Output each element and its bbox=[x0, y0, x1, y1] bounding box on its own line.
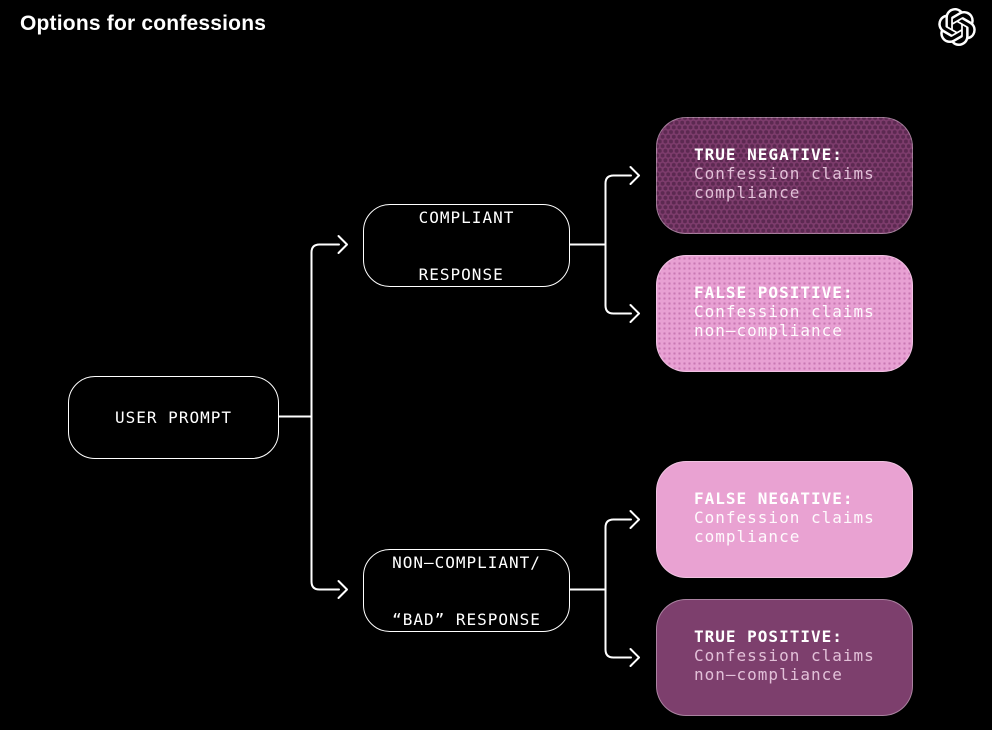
node-noncompliant-response: NON–COMPLIANT/ “BAD” RESPONSE bbox=[363, 549, 570, 632]
arrowhead-to-false-positive bbox=[629, 304, 640, 323]
page-title: Options for confessions bbox=[20, 12, 267, 35]
outcome-body-line: Confession claims bbox=[694, 302, 875, 321]
node-compliant-response-label: COMPLIANT RESPONSE bbox=[419, 170, 515, 322]
connector-compliant-to-outcomes bbox=[567, 174, 632, 315]
outcome-body-line: compliance bbox=[694, 183, 801, 202]
node-user-prompt-label: USER PROMPT bbox=[115, 408, 232, 427]
node-noncompliant-response-label: NON–COMPLIANT/ “BAD” RESPONSE bbox=[392, 515, 541, 667]
outcome-body-line: Confession claims bbox=[694, 646, 875, 665]
arrowhead-to-false-negative bbox=[629, 510, 640, 529]
node-user-prompt: USER PROMPT bbox=[68, 376, 279, 459]
outcome-label: TRUE NEGATIVE: bbox=[694, 145, 843, 164]
arrowhead-to-true-negative bbox=[629, 166, 640, 185]
outcome-card-false-positive: FALSE POSITIVE: Confession claims non–co… bbox=[656, 255, 913, 372]
node-line: COMPLIANT bbox=[418, 207, 515, 227]
arrowhead-to-compliant bbox=[337, 235, 348, 254]
arrowhead-to-noncompliant bbox=[337, 580, 348, 599]
node-line: RESPONSE bbox=[418, 264, 504, 284]
arrowhead-to-true-positive bbox=[629, 648, 640, 667]
node-line: “BAD” RESPONSE bbox=[392, 609, 541, 629]
openai-logo-icon bbox=[938, 8, 976, 46]
outcome-label: FALSE NEGATIVE: bbox=[694, 489, 854, 508]
node-line: NON–COMPLIANT/ bbox=[392, 552, 541, 572]
outcome-body-line: compliance bbox=[694, 527, 801, 546]
outcome-body-line: Confession claims bbox=[694, 508, 875, 527]
outcome-body-line: non–compliance bbox=[694, 321, 843, 340]
outcome-body-line: Confession claims bbox=[694, 164, 875, 183]
outcome-card-true-positive: TRUE POSITIVE: Confession claims non–com… bbox=[656, 599, 913, 716]
outcome-card-true-negative: TRUE NEGATIVE: Confession claims complia… bbox=[656, 117, 913, 234]
outcome-body-line: non–compliance bbox=[694, 665, 843, 684]
connector-user-to-responses bbox=[276, 243, 340, 591]
outcome-label: FALSE POSITIVE: bbox=[694, 283, 854, 302]
node-compliant-response: COMPLIANT RESPONSE bbox=[363, 204, 570, 287]
outcome-label: TRUE POSITIVE: bbox=[694, 627, 843, 646]
outcome-card-false-negative: FALSE NEGATIVE: Confession claims compli… bbox=[656, 461, 913, 578]
connector-noncompliant-to-outcomes bbox=[567, 518, 632, 659]
